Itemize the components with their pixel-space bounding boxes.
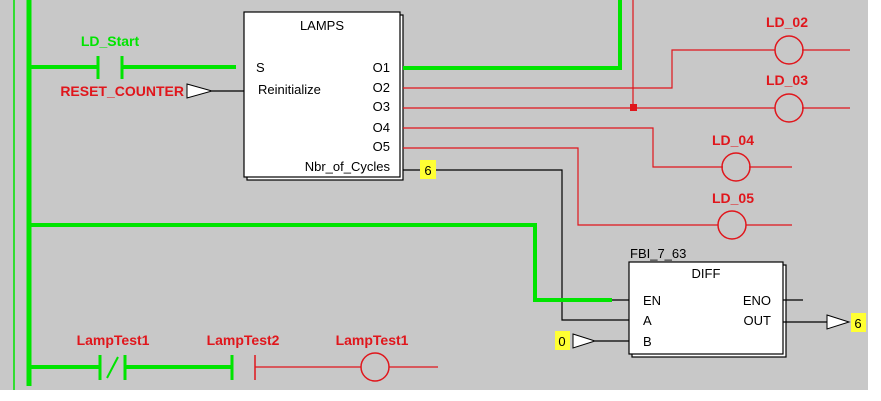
- lamps-block-title: LAMPS: [300, 18, 344, 33]
- output-o5-wire: [403, 147, 792, 226]
- diff-out-value-box[interactable]: [851, 313, 866, 332]
- input-variable-arrow-icon: [572, 333, 597, 349]
- diff-block-title: DIFF: [692, 266, 721, 281]
- coil-ld-02[interactable]: [774, 35, 804, 65]
- coil-ld-05-label: LD_05: [712, 190, 754, 206]
- diff-instance-name: FBI_7_63: [630, 246, 686, 261]
- output-o1-wire: [403, 0, 622, 70]
- reset-counter-input: RESET_COUNTER: [60, 83, 248, 99]
- lamps-pin-o5: O5: [373, 139, 390, 154]
- coil-ld-03[interactable]: [774, 93, 804, 123]
- rung2-en-wire: [29, 223, 612, 302]
- diff-pin-a: A: [643, 313, 652, 328]
- rung-lamptest: LampTest1 LampTest2 LampTest1: [29, 332, 438, 382]
- lamps-pin-o3: O3: [373, 99, 390, 114]
- lamps-function-block[interactable]: LAMPS S Reinitialize O1 O2 O3 O4 O5 Nbr_…: [243, 11, 404, 181]
- diff-pin-out: OUT: [744, 313, 772, 328]
- contact-lamptest2-label: LampTest2: [207, 332, 280, 348]
- svg-text:6: 6: [424, 163, 431, 178]
- coil-ld-02-label: LD_02: [766, 14, 808, 30]
- diff-out-value: 6: [854, 316, 861, 331]
- output-o4-wire: [403, 127, 792, 168]
- lamps-pin-o4: O4: [373, 120, 390, 135]
- diff-b-value-box[interactable]: [555, 331, 570, 350]
- diff-pin-eno: ENO: [743, 293, 771, 308]
- coil-lamptest1-label: LampTest1: [336, 332, 409, 348]
- diff-b-value: 0: [558, 334, 565, 349]
- nbr-of-cycles-value[interactable]: 6: [420, 160, 436, 179]
- coil-ld-04[interactable]: [721, 152, 751, 182]
- diff-pin-b: B: [643, 334, 652, 349]
- reset-counter-label[interactable]: RESET_COUNTER: [60, 83, 184, 99]
- output-variable-arrow-icon: [826, 314, 851, 330]
- diff-pin-en: EN: [643, 293, 661, 308]
- contact-lamptest1-label: LampTest1: [77, 332, 150, 348]
- lamps-pin-s: S: [256, 60, 265, 75]
- diff-b-input: 0: [555, 331, 629, 350]
- contact-ld-start-label: LD_Start: [81, 33, 140, 49]
- lamps-pin-o2: O2: [373, 80, 390, 95]
- diff-function-block[interactable]: DIFF EN A B ENO OUT: [628, 261, 787, 358]
- input-variable-arrow-icon: [186, 83, 214, 99]
- nbr-of-cycles-to-diff-a-wire: [436, 169, 630, 321]
- coil-ld-03-label: LD_03: [766, 72, 808, 88]
- coil-ld-05[interactable]: [717, 210, 747, 240]
- lamps-pin-o1: O1: [373, 60, 390, 75]
- lamps-pin-nbr-of-cycles: Nbr_of_Cycles: [305, 159, 391, 174]
- rung-ld-start: LD_Start: [29, 33, 236, 79]
- diff-out-output: 6: [783, 313, 866, 332]
- lamps-pin-reinitialize: Reinitialize: [258, 82, 321, 97]
- output-o2-wire: [403, 49, 850, 89]
- coil-ld-04-label: LD_04: [712, 132, 754, 148]
